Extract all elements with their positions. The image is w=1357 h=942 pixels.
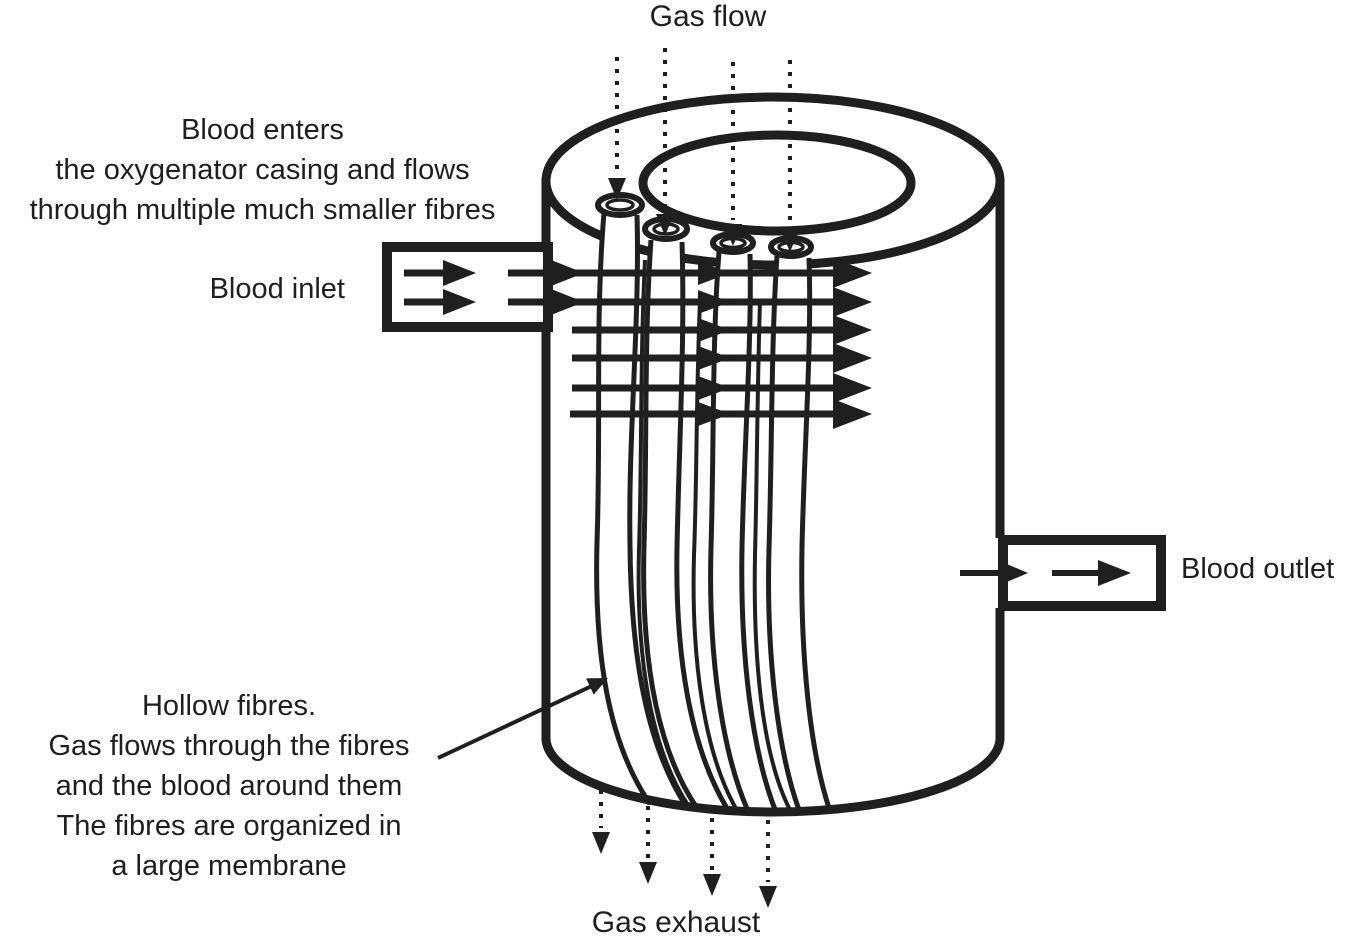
- hollow-fibres-line: a large membrane: [111, 850, 347, 882]
- blood-enters-label: Blood enters the oxygenator casing and f…: [0, 110, 525, 230]
- casing-top-inner-rim: [638, 130, 916, 236]
- fibre-opening-inner: [605, 198, 635, 212]
- hollow-fibre-tube: [708, 251, 779, 813]
- fibre-opening: [595, 192, 645, 218]
- hollow-fibres-line: Hollow fibres.: [141, 690, 317, 722]
- casing-bottom-edge: [541, 737, 1005, 817]
- blood-enters-line: Blood enters: [181, 114, 344, 146]
- hollow-fibres-callout: [437, 678, 608, 760]
- fibre-line: [636, 259, 692, 810]
- right-arrowhead-icon: [698, 402, 730, 426]
- down-arrowhead-icon: [703, 874, 721, 896]
- hollow-fibres-line: and the blood around them: [55, 770, 403, 802]
- right-arrowhead-icon: [698, 290, 730, 314]
- callout-arrowhead-icon: [586, 678, 608, 695]
- right-arrowhead-icon: [698, 376, 730, 400]
- down-arrowhead-icon: [608, 178, 626, 200]
- hollow-fibres-line: Gas flows through the fibres: [48, 730, 410, 762]
- down-arrowhead-icon: [781, 230, 799, 252]
- down-arrowhead-icon: [724, 224, 742, 246]
- blood-inlet-port: [382, 242, 584, 332]
- blood-outlet-label: Blood outlet: [1181, 553, 1335, 585]
- gas-exhaust-label: Gas exhaust: [591, 906, 761, 939]
- right-arrowhead-icon: [833, 373, 872, 403]
- fibre-openings: [595, 192, 814, 259]
- blood-flow-arrow-rows: [570, 258, 872, 429]
- right-arrowhead-icon: [443, 289, 476, 315]
- hollow-fibres-line: The fibres are organized in: [56, 810, 402, 842]
- callout-line: [437, 683, 595, 760]
- right-arrowhead-icon: [1002, 562, 1028, 584]
- blood-enters-line: through multiple much smaller fibres: [29, 194, 496, 226]
- gas-inlet-arrows: [608, 48, 799, 252]
- blood-enters-line: the oxygenator casing and flows: [55, 154, 470, 186]
- hollow-fibre-tube: [766, 255, 832, 811]
- blood-inlet-label: Blood inlet: [209, 273, 345, 305]
- right-arrowhead-icon: [698, 318, 730, 342]
- right-arrowhead-icon: [1098, 560, 1131, 586]
- blood-inlet-box: [382, 242, 553, 332]
- down-arrowhead-icon: [759, 886, 777, 908]
- down-arrowhead-icon: [639, 862, 657, 884]
- right-arrowhead-icon: [833, 399, 872, 429]
- right-arrowhead-icon: [833, 315, 872, 345]
- down-arrowhead-icon: [656, 214, 674, 236]
- hollow-fibres-label: Hollow fibres. Gas flows through the fib…: [0, 686, 458, 886]
- right-arrowhead-icon: [546, 258, 584, 288]
- gas-flow-label: Gas flow: [649, 0, 767, 33]
- blood-outlet-port: [960, 535, 1166, 611]
- blood-inlet-arrows: [404, 258, 584, 317]
- right-arrowhead-icon: [443, 260, 476, 286]
- blood-outlet-arrows: [960, 560, 1131, 586]
- right-arrowhead-icon: [698, 346, 730, 370]
- right-arrowhead-icon: [833, 343, 872, 373]
- down-arrowhead-icon: [592, 832, 610, 854]
- right-arrowhead-icon: [546, 287, 584, 317]
- hollow-fibre-tube: [641, 239, 731, 812]
- right-arrowhead-icon: [698, 261, 730, 285]
- gas-exhaust-arrows: [592, 790, 777, 908]
- right-arrowhead-icon: [833, 258, 872, 288]
- right-arrowhead-icon: [833, 287, 872, 317]
